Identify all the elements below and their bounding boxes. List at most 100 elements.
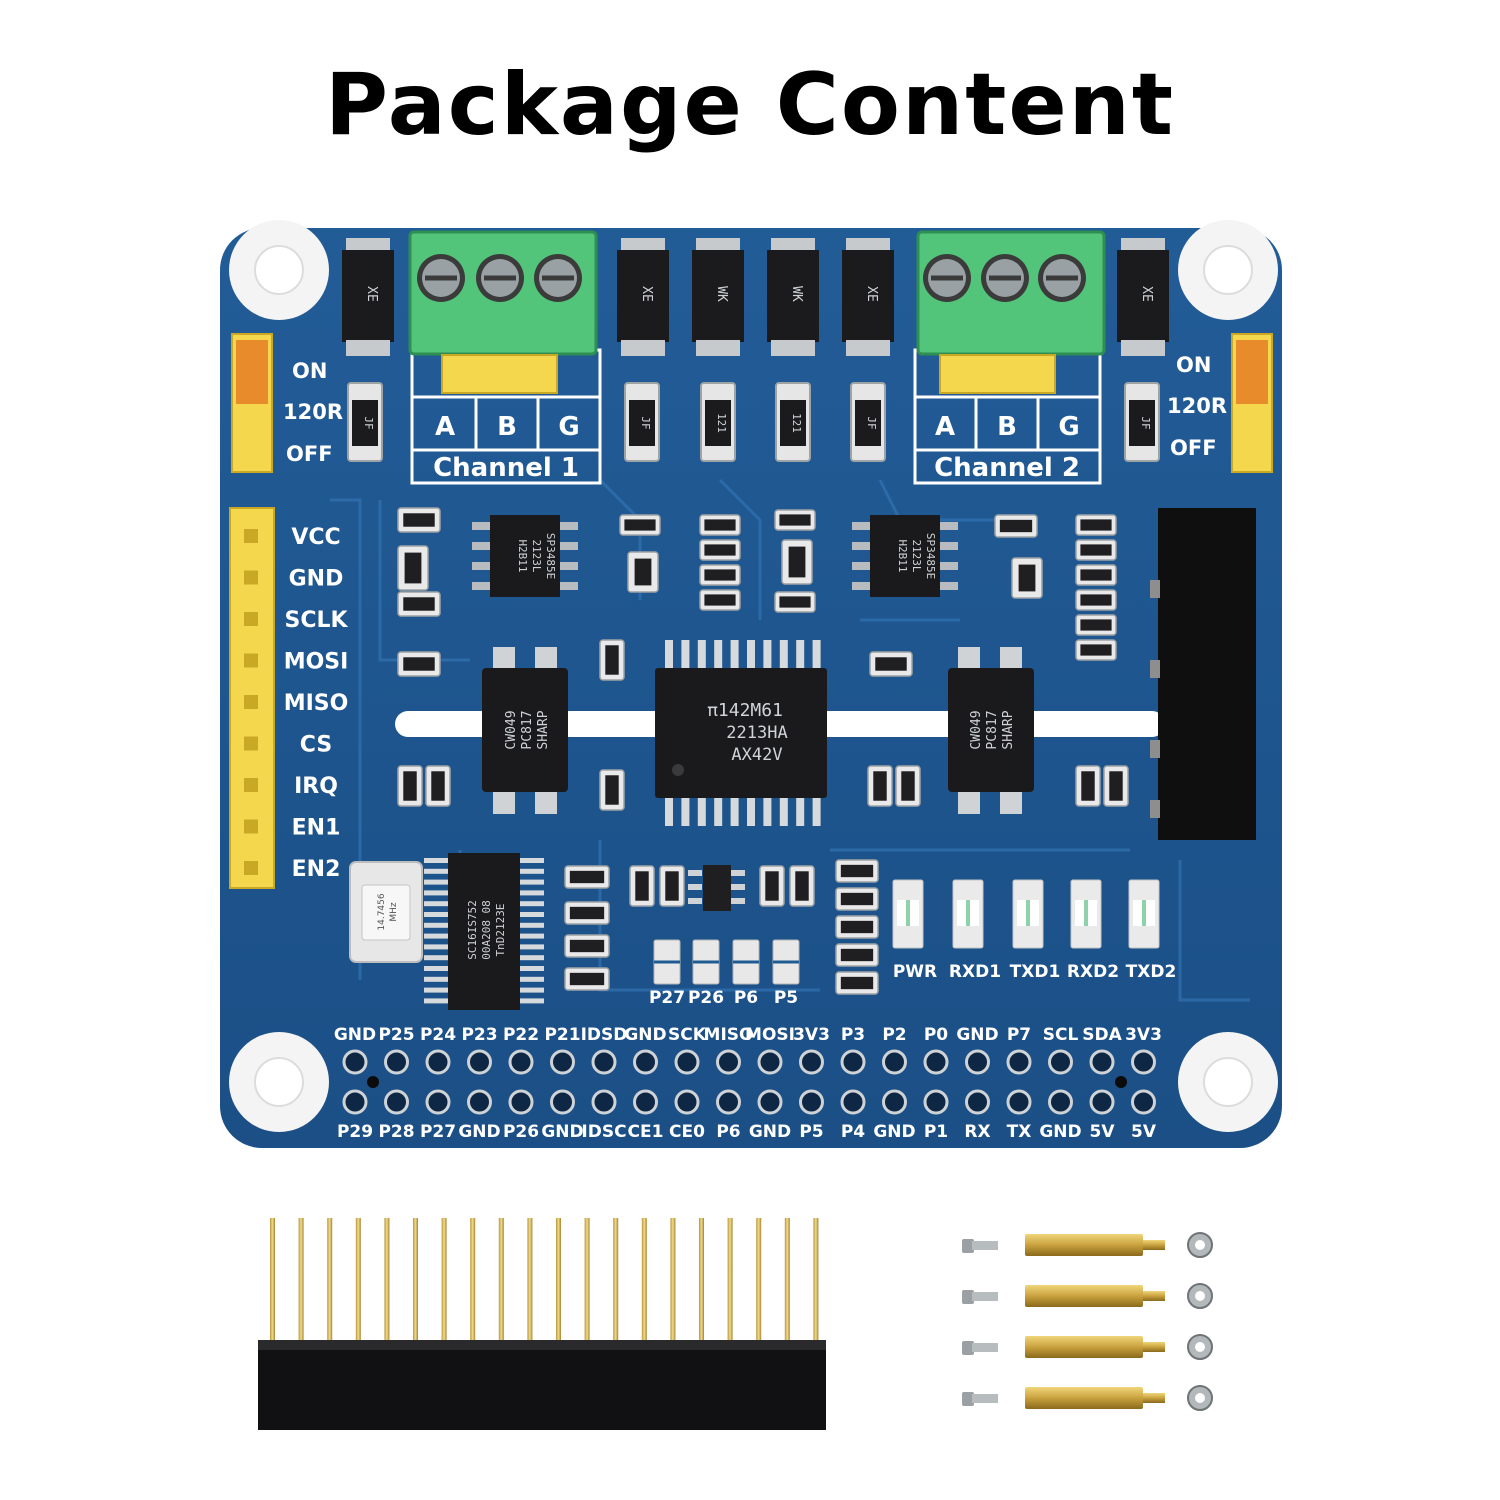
smd-body bbox=[569, 939, 605, 953]
smd-body bbox=[779, 514, 811, 526]
gpio-hole bbox=[342, 1049, 368, 1075]
gpio-bottom-label: 5V bbox=[1131, 1122, 1157, 1142]
standoff-kit bbox=[962, 1232, 1213, 1411]
spi-pin bbox=[244, 612, 258, 626]
header-pin bbox=[670, 1218, 676, 1342]
ic-pin bbox=[714, 640, 723, 670]
gpio-hole bbox=[757, 1049, 783, 1075]
gpio-bottom-label: P28 bbox=[378, 1122, 414, 1142]
gpio-top-label: P7 bbox=[1007, 1025, 1031, 1045]
ic-pin bbox=[747, 640, 755, 670]
gpio-hole bbox=[674, 1049, 700, 1075]
spi-pin bbox=[244, 819, 258, 834]
gpio-bottom-label: P4 bbox=[841, 1122, 865, 1142]
header-pin bbox=[270, 1218, 275, 1342]
smd-body bbox=[788, 546, 806, 578]
isolator-line2: 2213HA bbox=[726, 723, 787, 743]
smd-body bbox=[1081, 771, 1095, 801]
ic-pin bbox=[424, 987, 450, 993]
opto-2-line3: SHARP bbox=[1001, 710, 1016, 749]
gpio-hole bbox=[1006, 1089, 1032, 1115]
gpio-hole bbox=[550, 1089, 575, 1115]
ic-pin bbox=[424, 912, 450, 917]
gpio-hole bbox=[799, 1049, 824, 1075]
diode-pad bbox=[771, 340, 815, 356]
gpio-hole bbox=[1089, 1089, 1115, 1115]
ic-pin bbox=[730, 796, 739, 826]
ic-pin bbox=[688, 884, 702, 890]
header-pin bbox=[813, 1218, 819, 1342]
gpio-hole bbox=[965, 1049, 990, 1075]
spi-pin bbox=[244, 736, 258, 751]
gpio-top-label: MISO bbox=[704, 1025, 754, 1045]
smd-body bbox=[404, 552, 422, 584]
spi-pin-label: CS bbox=[300, 733, 332, 758]
small-diode-body bbox=[855, 400, 881, 446]
smd-body bbox=[1018, 564, 1036, 592]
small-diode-label: JF bbox=[639, 416, 652, 429]
gpio-hole bbox=[716, 1089, 741, 1115]
gpio-hole bbox=[467, 1089, 492, 1115]
ic-pin bbox=[424, 922, 450, 928]
smd-body bbox=[999, 519, 1033, 533]
screw-thread bbox=[972, 1343, 998, 1352]
gpio-hole bbox=[425, 1089, 451, 1115]
gpio-top-label: P2 bbox=[882, 1025, 906, 1045]
gpio-hole bbox=[508, 1089, 534, 1115]
pin-header-accessory bbox=[258, 1218, 826, 1430]
opto-2-line1: CW049 bbox=[969, 710, 984, 749]
ic-pin bbox=[518, 966, 544, 971]
smd-body bbox=[1080, 644, 1112, 656]
header-pin bbox=[527, 1218, 533, 1342]
smd-body bbox=[1080, 544, 1112, 556]
ic-pin bbox=[518, 868, 544, 874]
ic-pin bbox=[681, 640, 690, 670]
smd-body bbox=[704, 594, 736, 606]
ic-pin bbox=[796, 796, 805, 826]
gpio-hole bbox=[550, 1049, 575, 1075]
header-pin bbox=[784, 1218, 790, 1342]
right-off-label: OFF bbox=[1170, 436, 1217, 460]
ic-pin bbox=[424, 976, 450, 982]
smd-body bbox=[901, 771, 915, 801]
ch1-g-label: G bbox=[558, 412, 579, 442]
gpio-top-label: SCK bbox=[668, 1025, 707, 1045]
smd-body bbox=[1109, 771, 1123, 801]
left-120r-label: 120R bbox=[283, 400, 343, 424]
screw-head bbox=[962, 1290, 974, 1304]
rs485-1-line1: SP3485E bbox=[544, 533, 557, 579]
gpio-hole bbox=[716, 1049, 741, 1075]
smd-body bbox=[1080, 594, 1112, 606]
led-label: RXD1 bbox=[949, 962, 1001, 982]
ic-pin bbox=[731, 870, 745, 876]
nut-hole bbox=[1195, 1291, 1205, 1301]
gpio-bottom-label: GND bbox=[458, 1122, 500, 1142]
ic-pin bbox=[688, 870, 702, 876]
smd-body bbox=[840, 892, 874, 906]
screw-thread bbox=[972, 1292, 998, 1301]
smd-body bbox=[635, 871, 649, 901]
standoff-thread bbox=[1143, 1240, 1165, 1250]
ic-pin bbox=[518, 987, 544, 993]
jumper-label: P6 bbox=[734, 988, 758, 1008]
uart-chip: SC16IS752 00A208 08 TnD2123E bbox=[424, 853, 544, 1010]
opto-1-line3: SHARP bbox=[536, 710, 551, 749]
side-connector bbox=[1158, 508, 1256, 840]
small-diode-body bbox=[705, 400, 731, 446]
small-diode-label: JF bbox=[865, 416, 878, 429]
gpio-hole bbox=[923, 1089, 949, 1115]
gpio-hole bbox=[757, 1089, 783, 1115]
jumper-label: P27 bbox=[649, 988, 685, 1008]
diode-label: XE bbox=[639, 286, 654, 302]
header-pin bbox=[327, 1218, 333, 1342]
gpio-top-label: P24 bbox=[420, 1025, 456, 1045]
standoff-thread bbox=[1143, 1342, 1165, 1352]
smd-body bbox=[1080, 569, 1112, 581]
channel-2-label: Channel 2 bbox=[934, 453, 1080, 483]
ic-pin bbox=[518, 858, 544, 863]
header-pin bbox=[384, 1218, 390, 1342]
gpio-bottom-label: RX bbox=[964, 1122, 990, 1142]
